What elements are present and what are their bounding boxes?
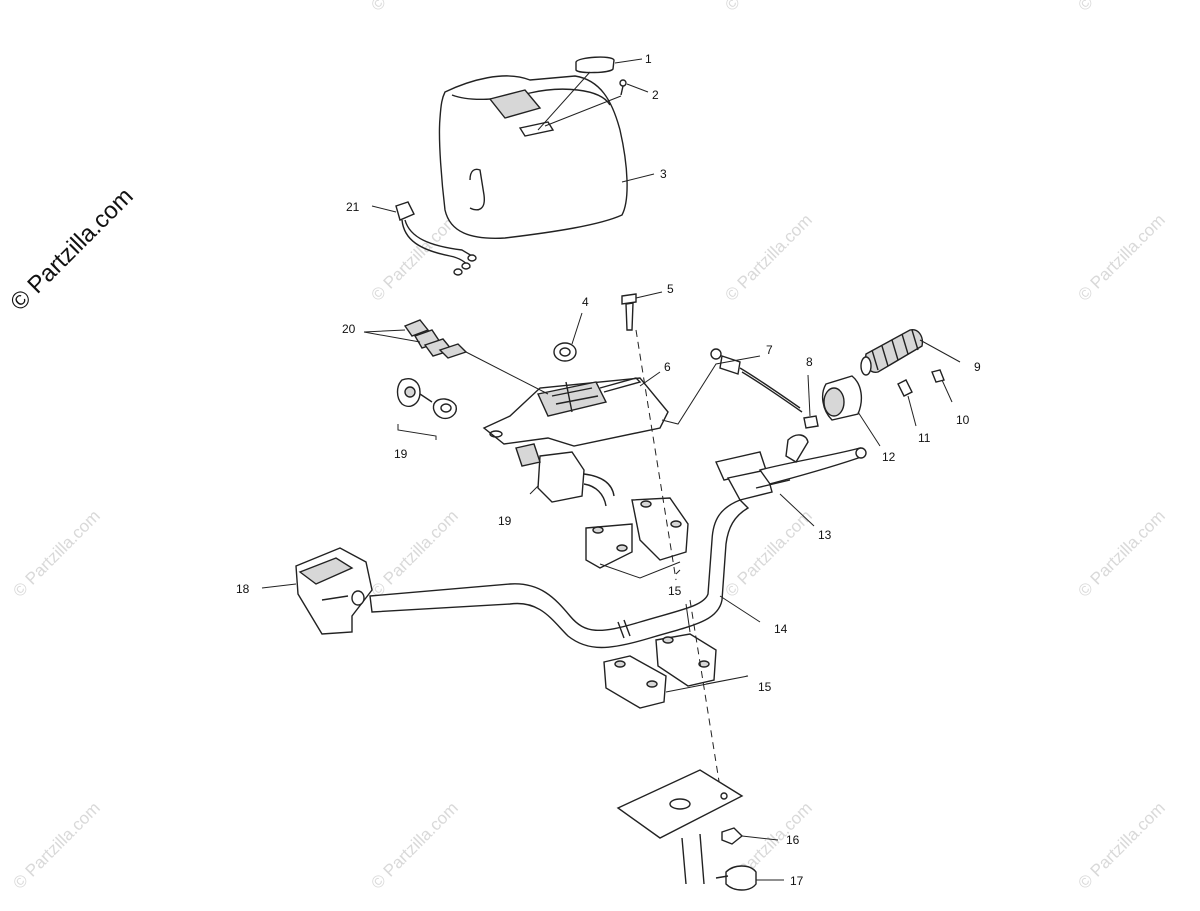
callout-16: 16 — [786, 833, 800, 847]
part-control-housing — [295, 547, 373, 635]
watermark-tile: © Partzilla.com — [367, 798, 461, 892]
part-handlebar — [369, 499, 750, 649]
part-cable-adjuster — [710, 348, 803, 413]
callout-19-lower: 19 — [498, 514, 512, 528]
callout-13: 13 — [818, 528, 832, 542]
callout-17: 17 — [790, 874, 804, 888]
part-clamp-lower — [603, 633, 717, 709]
part-stem-plate — [616, 769, 744, 885]
callout-2: 2 — [652, 88, 659, 102]
watermark-tile: © Partzilla.com — [1074, 0, 1168, 15]
callout-21: 21 — [346, 200, 360, 214]
callout-7: 7 — [766, 343, 773, 357]
watermark-tile: © Partzilla.com — [367, 210, 461, 304]
watermark-tile: © Partzilla.com — [721, 0, 815, 15]
callout-4: 4 — [582, 295, 589, 309]
part-brake-lever — [715, 434, 867, 501]
callout-10: 10 — [956, 413, 970, 427]
part-ignition-switch — [515, 443, 615, 507]
callout-8: 8 — [806, 355, 813, 369]
callout-15-upper: 15 — [668, 584, 682, 598]
watermark-tile: © Partzilla.com — [721, 210, 815, 304]
alignment-line — [689, 599, 723, 801]
part-bolt — [621, 293, 637, 331]
part-cap — [931, 369, 945, 383]
part-cover — [438, 75, 628, 239]
callout-5: 5 — [667, 282, 674, 296]
watermark-tile: © Partzilla.com — [1074, 506, 1168, 600]
callout-20: 20 — [342, 322, 356, 336]
watermark-tile: © Partzilla.com — [9, 798, 103, 892]
part-key-switch — [396, 378, 457, 440]
callout-3: 3 — [660, 167, 667, 181]
leader-lines — [261, 58, 961, 881]
callout-11: 11 — [918, 431, 931, 445]
part-throttle-housing — [821, 375, 863, 421]
callout-18: 18 — [236, 582, 250, 596]
watermark-tile: © Partzilla.com — [1074, 798, 1168, 892]
watermark-tile: © Partzilla.com — [367, 506, 461, 600]
watermark-tile: © Partzilla.com — [367, 0, 461, 15]
part-screw-2 — [619, 79, 627, 96]
part-harness-connector — [395, 201, 477, 276]
callout-1: 1 — [645, 52, 652, 66]
watermark-tile: © Partzilla.com — [9, 506, 103, 600]
part-clamp-upper — [585, 497, 689, 569]
part-stem-clamp — [715, 865, 757, 891]
watermark-tile: © Partzilla.com — [721, 506, 815, 600]
callout-9: 9 — [974, 360, 981, 374]
callout-14: 14 — [774, 622, 788, 636]
alignment-line — [635, 329, 677, 581]
brand-watermark: © Partzilla.com — [5, 183, 138, 316]
callout-12: 12 — [882, 450, 896, 464]
callout-6: 6 — [664, 360, 671, 374]
part-fitting — [803, 415, 819, 429]
part-grip — [860, 329, 924, 376]
part-decal — [575, 56, 615, 74]
part-switch-set — [403, 319, 468, 359]
watermark-tile: © Partzilla.com — [1074, 210, 1168, 304]
part-console-plate — [482, 377, 669, 447]
part-nut — [721, 827, 744, 845]
callout-15-lower: 15 — [758, 680, 772, 694]
callout-numbers: 1 2 3 4 5 6 7 8 9 10 11 12 13 14 15 15 1… — [236, 52, 981, 888]
part-set-screw — [897, 379, 913, 397]
callout-19-upper: 19 — [394, 447, 408, 461]
part-washer — [553, 342, 577, 362]
